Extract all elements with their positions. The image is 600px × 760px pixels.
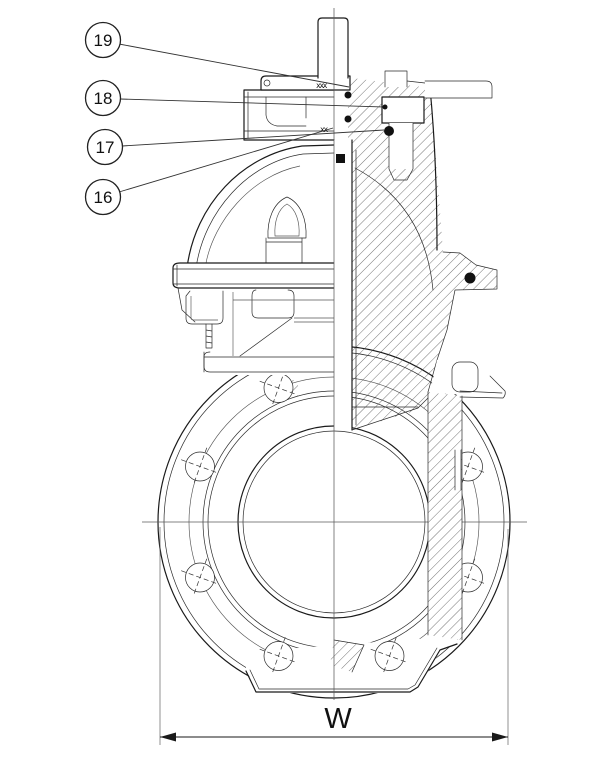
balloon-19-label: 19 [94,31,113,50]
balloon-16-label: 16 [94,188,113,207]
packing-marks-top: xxx [316,81,328,90]
seal-ring [384,126,394,136]
stem-oring-upper [344,91,352,99]
balloon-18-label: 18 [94,89,113,108]
stuffing-box [243,75,351,141]
width-dimension: W [159,527,509,745]
hole-section-notch [291,379,298,396]
bolt-hole-crosshairs [181,369,487,675]
body-neck [177,287,506,399]
stem-seals: xxx xx [316,81,394,163]
callout-balloons: 19 18 17 16 [84,21,124,216]
callout-leaders [118,43,388,193]
bonnet-dome [186,144,335,270]
balloon-19 [84,21,122,59]
bonnet-oring [464,272,476,284]
bonnet-bolt [381,70,493,181]
balloon-17 [86,128,124,166]
packing-marks-mid: xx [320,125,328,134]
dim-arrow-left [160,732,176,742]
dim-arrow-right [492,732,508,742]
balloon-17-label: 17 [96,138,115,157]
balloon-18 [84,79,122,117]
stem-oring-lower [344,115,352,123]
stem-gate-slot [334,139,357,431]
bonnet-gate-section [333,76,498,431]
valve-stem [317,17,349,79]
bonnet-flange [172,262,335,289]
seat-seal [336,154,345,163]
dimension-w-label: W [324,703,352,735]
body-wall-section [427,391,463,641]
balloon-16 [84,178,122,216]
